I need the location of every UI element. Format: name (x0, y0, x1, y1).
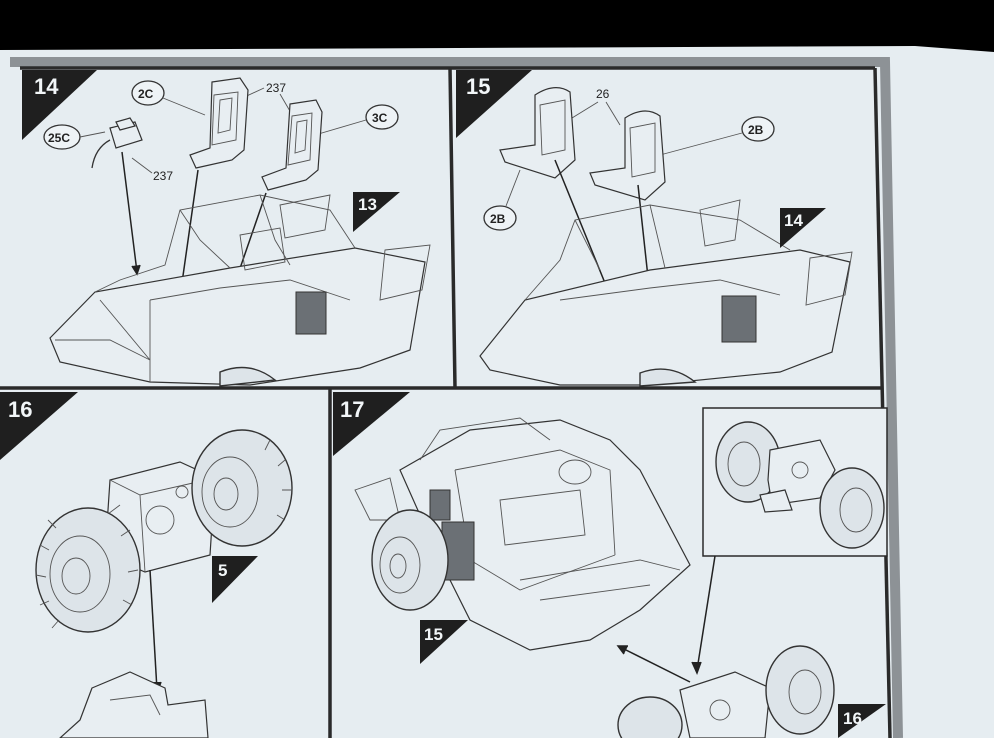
step-14-badge (22, 70, 97, 140)
panel-frame (0, 66, 892, 738)
part-label-26: 26 (596, 87, 610, 101)
step-17-ref-16: 16 (843, 709, 862, 728)
wheel-rear-right (191, 429, 293, 547)
step-5-ref-badge (212, 556, 258, 603)
paper-sheet (0, 46, 994, 738)
seat-part-3c (261, 99, 323, 191)
seat-part-2c (189, 77, 249, 169)
step-16-ref-badge (838, 704, 886, 738)
callout-2c: 2C (131, 80, 206, 116)
step-17-panel: 17 (333, 392, 888, 738)
step-15-number: 15 (466, 74, 490, 99)
step-17-arrows (616, 555, 716, 683)
callout-3c: 3C (314, 104, 399, 136)
grey-border (10, 57, 903, 738)
svg-text:25C: 25C (48, 131, 70, 145)
step-14-ref-badge (780, 208, 826, 248)
step-17-badge (333, 392, 410, 456)
step-15-badge (456, 70, 532, 138)
step-16-ref: 5 (218, 561, 227, 580)
step-17-ref-15: 15 (424, 625, 443, 644)
step-14-number: 14 (34, 74, 59, 99)
part-label-237-top: 237 (266, 81, 286, 95)
vehicle-hull-step-14 (49, 194, 431, 387)
step-15-ref-badge (420, 620, 468, 664)
callout-2b-right: 2B (659, 116, 775, 156)
svg-text:2B: 2B (490, 212, 506, 226)
svg-text:3C: 3C (372, 111, 388, 125)
axle-assembly-step-17 (617, 645, 835, 738)
step-16-panel: 16 5 (0, 392, 293, 738)
step-16-plate-part (59, 671, 209, 738)
callout-25c: 25C (43, 124, 106, 150)
part-25c (91, 117, 143, 169)
detail-inset (702, 407, 888, 557)
step-17-number: 17 (340, 397, 364, 422)
seat-part-26-right (589, 110, 666, 201)
step-15-ref: 14 (784, 211, 803, 230)
part-label-237-bottom: 237 (153, 169, 173, 183)
seat-part-26-left (499, 87, 576, 179)
step-13-ref-badge (353, 192, 400, 232)
step-16-badge (0, 392, 78, 460)
step-14-ref: 13 (358, 195, 377, 214)
callout-2b-left: 2B (483, 169, 521, 231)
svg-text:2C: 2C (138, 87, 154, 101)
step-15-panel: 15 26 2B 2B (456, 70, 853, 387)
step-16-number: 16 (8, 397, 32, 422)
vehicle-hull-step-15 (479, 199, 853, 387)
svg-text:2B: 2B (748, 123, 764, 137)
wheel-step-17 (371, 509, 449, 611)
wheel-front-left (35, 507, 141, 633)
step-14-panel: 14 2C 25C 3C 237 237 (22, 70, 431, 387)
